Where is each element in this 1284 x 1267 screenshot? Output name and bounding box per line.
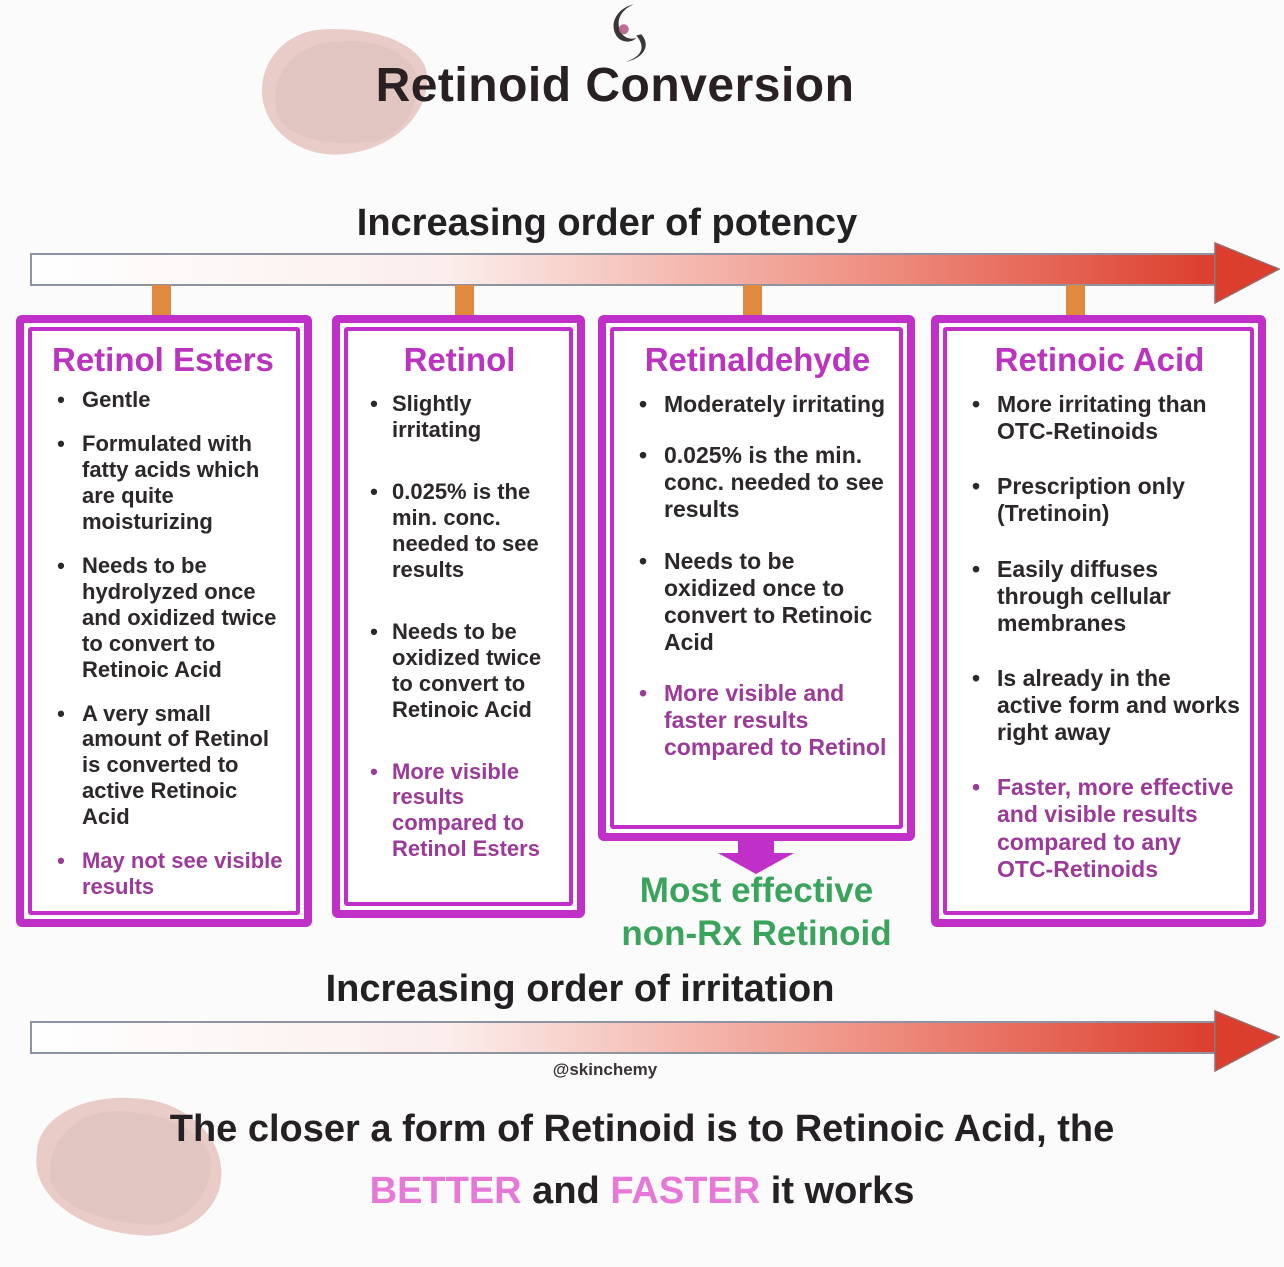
footer-line-2: BETTER and FASTER it works <box>0 1170 1284 1213</box>
irritation-gradient-arrow <box>30 1010 1280 1072</box>
bullet-dot: • <box>57 387 65 412</box>
card-retinaldehyde: Retinaldehyde • Moderately irritating • 0.02… <box>598 315 915 841</box>
page-title: Retinoid Conversion <box>375 59 855 112</box>
bullet-text: Prescription only (Tretinoin) <box>997 473 1185 527</box>
card-retinoic-acid: Retinoic Acid • More irritating than OTC-R… <box>931 315 1266 927</box>
bullet-text: Slightly irritating <box>392 391 482 442</box>
card-retinol-esters: Retinol Esters • Gentle • Formulated with fa… <box>16 315 312 927</box>
bullet-item: • May not see visible results <box>40 848 290 900</box>
logo-pink-dot <box>618 24 629 35</box>
bullet-dot: • <box>57 848 65 874</box>
potency-label: Increasing order of potency <box>356 202 858 244</box>
bullet-dot: • <box>57 700 65 726</box>
bullet-text: More irritating than OTC-Retinoids <box>997 391 1207 445</box>
most-effective-note: Most effective non-Rx Retinoid <box>593 870 920 955</box>
bullet-dot: • <box>370 391 378 416</box>
bullet-item: • Formulated with fatty acids which are q… <box>40 431 290 535</box>
bullet-text: Needs to be oxidized twice to convert to… <box>392 618 542 722</box>
bullet-item: • 0.025% is the min. conc. needed to see … <box>622 442 893 523</box>
card-bullet-list: • Slightly irritating • 0.025% is the min. … <box>356 391 563 862</box>
bullet-text: Easily diffuses through cellular membran… <box>997 555 1171 636</box>
bullet-item: • Moderately irritating <box>622 391 893 418</box>
bullet-dot: • <box>57 552 65 578</box>
bullet-text: More visible results compared to Retinol… <box>392 758 540 862</box>
footer-text: The closer a form of Retinoid is to Reti… <box>169 1108 1115 1150</box>
footer-line-1: The closer a form of Retinoid is to Reti… <box>0 1108 1284 1151</box>
card-frame: Retinol Esters • Gentle • Formulated with fa… <box>28 327 300 915</box>
bullet-dot: • <box>638 547 648 574</box>
bullet-item: • More visible and faster results compare… <box>622 680 893 761</box>
card-bullet-list: • More irritating than OTC-Retinoids • Pres… <box>955 391 1244 883</box>
card-title: Retinoic Acid <box>994 341 1205 378</box>
bullet-text: Is already in the active form and works … <box>997 664 1240 746</box>
bullet-item: • Is already in the active form and works… <box>955 665 1244 746</box>
most-effective-down-arrow <box>718 839 794 874</box>
footer-emphasis: FASTER <box>610 1170 761 1212</box>
bullet-dot: • <box>971 664 981 691</box>
connector-retinol-esters <box>152 285 171 323</box>
irritation-label: Increasing order of irritation <box>325 968 835 1010</box>
card-bullet-list: • Moderately irritating • 0.025% is the min… <box>622 391 893 761</box>
bullet-item: • More irritating than OTC-Retinoids <box>955 391 1244 445</box>
bullet-item: • More visible results compared to Retino… <box>356 759 563 863</box>
bullet-item: • A very small amount of Retinol is conve… <box>40 701 290 831</box>
bullet-text: 0.025% is the min. conc. needed to see r… <box>664 442 884 523</box>
bullet-item: • Needs to be oxidized twice to convert t… <box>356 619 563 723</box>
bullet-item: • 0.025% is the min. conc. needed to see … <box>356 479 563 583</box>
connector-retinaldehyde <box>743 285 762 323</box>
bullet-dot: • <box>638 442 648 469</box>
card-title: Retinol <box>403 341 516 378</box>
connector-retinol <box>455 285 474 323</box>
bullet-text: 0.025% is the min. conc. needed to see r… <box>392 478 539 582</box>
most-effective-line2: non-Rx Retinoid <box>621 913 892 953</box>
bullet-item: • Needs to be hydrolyzed once and oxidize… <box>40 553 290 683</box>
bullet-text: Needs to be oxidized once to convert to … <box>664 547 873 655</box>
bullet-text: Faster, more effective and visible resul… <box>997 774 1234 882</box>
bullet-dot: • <box>971 473 981 500</box>
bullet-item: • Slightly irritating <box>356 391 563 443</box>
bullet-item: • Easily diffuses through cellular membra… <box>955 556 1244 637</box>
bullet-dot: • <box>971 774 981 801</box>
bullet-text: May not see visible results <box>82 848 283 900</box>
footer-emphasis: BETTER <box>369 1170 522 1212</box>
bullet-text: Moderately irritating <box>664 391 886 417</box>
bullet-dot: • <box>370 618 378 644</box>
bullet-text: Formulated with fatty acids which are qu… <box>82 430 260 534</box>
footer-text: and <box>521 1170 611 1212</box>
skinchemy-figure-logo <box>613 4 646 62</box>
card-bullet-list: • Gentle • Formulated with fatty acids whic… <box>40 387 290 900</box>
bullet-text: Gentle <box>82 387 151 412</box>
bullet-dot: • <box>370 478 378 504</box>
card-title: Retinol Esters <box>52 341 274 378</box>
card-frame: Retinaldehyde • Moderately irritating • 0.02… <box>610 327 903 829</box>
potency-gradient-arrow <box>30 242 1280 304</box>
bullet-item: • Faster, more effective and visible resu… <box>955 774 1244 883</box>
card-frame: Retinoic Acid • More irritating than OTC-R… <box>943 327 1254 915</box>
bullet-text: Needs to be hydrolyzed once and oxidized… <box>82 552 277 682</box>
author-handle: @skinchemy <box>552 1060 658 1079</box>
bullet-item: • Prescription only (Tretinoin) <box>955 473 1244 527</box>
card-retinol: Retinol • Slightly irritating • 0.025% is th… <box>332 315 585 918</box>
bullet-dot: • <box>638 680 648 706</box>
card-frame: Retinol • Slightly irritating • 0.025% is th… <box>344 327 573 906</box>
bullet-dot: • <box>57 430 65 456</box>
bullet-dot: • <box>971 555 981 582</box>
bullet-text: A very small amount of Retinol is conver… <box>82 700 269 830</box>
bullet-text: More visible and faster results compared… <box>664 680 887 761</box>
most-effective-line1: Most effective <box>639 871 874 910</box>
footer-text: it works <box>760 1170 915 1212</box>
bullet-dot: • <box>971 391 981 417</box>
bullet-item: • Gentle <box>40 387 290 413</box>
connector-retinoic-acid <box>1066 285 1085 323</box>
bullet-dot: • <box>370 758 378 784</box>
bullet-dot: • <box>638 391 648 417</box>
bullet-item: • Needs to be oxidized once to convert to… <box>622 548 893 657</box>
card-title: Retinaldehyde <box>644 341 871 378</box>
